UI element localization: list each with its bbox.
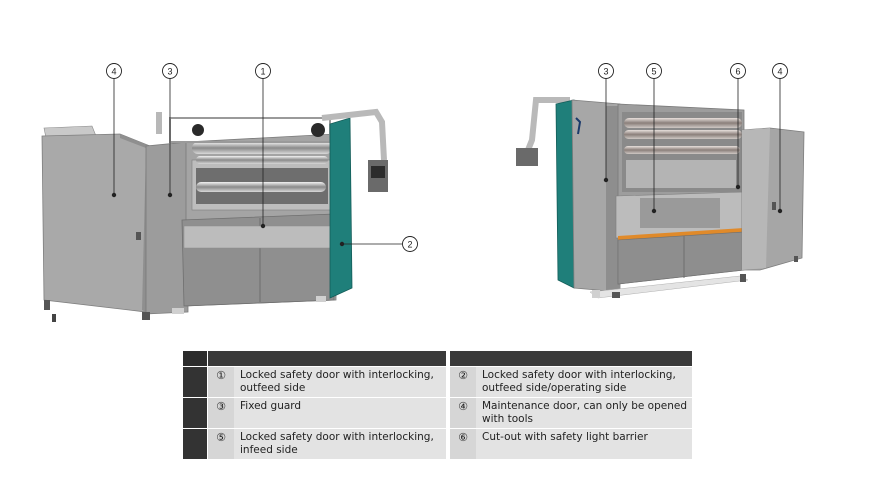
legend-symbol: ⑤ xyxy=(207,428,234,460)
safety-door-operating-side xyxy=(329,117,353,299)
callout-right-5: 5 xyxy=(646,63,662,214)
legend-header-cell xyxy=(476,351,692,367)
svg-text:2: 2 xyxy=(407,240,412,250)
legend-table: ① Locked safety door with interlocking, … xyxy=(183,351,692,460)
svg-text:5: 5 xyxy=(651,67,656,77)
legend-header-cell xyxy=(234,351,450,367)
legend-description: Cut-out with safety light barrier xyxy=(476,428,692,460)
legend-symbol: ① xyxy=(207,366,234,398)
legend-row-stub xyxy=(183,428,208,460)
legend-symbol: ⑥ xyxy=(448,428,476,460)
svg-text:6: 6 xyxy=(735,67,740,77)
legend-description: Locked safety door with interlocking, ou… xyxy=(234,366,450,398)
callout-right-6: 6 xyxy=(730,63,746,190)
legend-description: Locked safety door with interlocking, ou… xyxy=(476,366,692,398)
svg-text:1: 1 xyxy=(260,67,265,77)
svg-text:4: 4 xyxy=(111,67,116,77)
fixed-guard-left xyxy=(145,141,189,315)
machine-outfeed-view xyxy=(41,108,388,322)
callout-left-4: 4 xyxy=(106,63,122,198)
legend-row-stub xyxy=(183,397,208,429)
legend-row: ① Locked safety door with interlocking, … xyxy=(183,366,692,398)
machine-infeed-view xyxy=(516,97,805,299)
callout-left-1: 1 xyxy=(255,63,271,229)
callout-right-3: 3 xyxy=(598,63,614,183)
legend-header-row xyxy=(183,351,692,367)
legend-header-cell xyxy=(448,351,476,367)
legend-description: Locked safety door with interlocking, in… xyxy=(234,428,450,460)
legend-row: ⑤ Locked safety door with interlocking, … xyxy=(183,428,692,460)
svg-text:3: 3 xyxy=(603,67,608,77)
legend-symbol: ④ xyxy=(448,397,476,429)
legend-row-stub xyxy=(183,366,208,398)
legend-description: Fixed guard xyxy=(234,397,450,429)
legend-symbol: ③ xyxy=(207,397,234,429)
svg-text:4: 4 xyxy=(777,67,782,77)
legend-header-stub xyxy=(183,351,208,367)
callout-right-4: 4 xyxy=(772,63,788,214)
legend-symbol: ② xyxy=(448,366,476,398)
legend-row: ③ Fixed guard ④ Maintenance door, can on… xyxy=(183,397,692,429)
callout-left-2: 2 xyxy=(339,236,418,252)
legend-description: Maintenance door, can only be opened wit… xyxy=(476,397,692,429)
svg-text:3: 3 xyxy=(167,67,172,77)
machine-illustrations: 4 3 1 2 xyxy=(41,63,805,322)
callout-left-3: 3 xyxy=(162,63,178,198)
maintenance-door-left xyxy=(41,133,151,313)
legend-header-cell xyxy=(207,351,234,367)
